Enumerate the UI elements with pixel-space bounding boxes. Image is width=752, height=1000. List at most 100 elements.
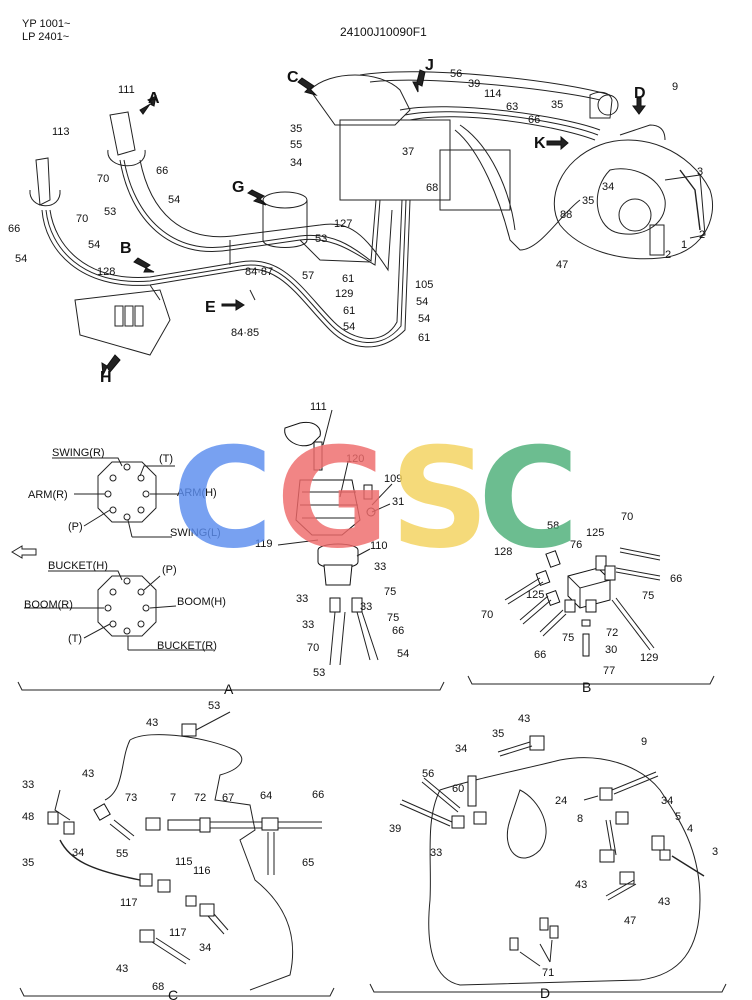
callout: 54 bbox=[15, 253, 27, 265]
callout: 55 bbox=[116, 848, 128, 860]
callout: 54 bbox=[168, 194, 180, 206]
callout: 34 bbox=[455, 743, 467, 755]
view-d: 43 34 35 56 60 9 24 39 33 8 34 5 4 3 43 … bbox=[369, 713, 727, 1000]
callout: 53 bbox=[208, 700, 220, 712]
callout: 35 bbox=[582, 195, 594, 207]
port-label-p: (P) bbox=[68, 521, 83, 533]
callout: 35 bbox=[22, 857, 34, 869]
callout: 35 bbox=[551, 99, 563, 111]
callout: 119 bbox=[255, 538, 273, 550]
callout: 84·87 bbox=[245, 266, 273, 278]
callout: 70 bbox=[307, 642, 319, 654]
callout: 68 bbox=[152, 981, 164, 993]
callout: 53 bbox=[315, 233, 327, 245]
callout: 75 bbox=[387, 612, 399, 624]
callout: 57 bbox=[302, 270, 314, 282]
watermark-letter-c1: C bbox=[172, 418, 273, 579]
callout: 3 bbox=[697, 166, 703, 178]
callout: 34 bbox=[199, 942, 211, 954]
callout: 70 bbox=[621, 511, 633, 523]
main-view: A B C D E G H J K 111 113 66 70 54 53 66… bbox=[8, 57, 714, 386]
callout: 68 bbox=[426, 182, 438, 194]
callout: 72 bbox=[606, 627, 618, 639]
callout: 66 bbox=[156, 165, 168, 177]
callout: 33 bbox=[360, 601, 372, 613]
callout: 43 bbox=[82, 768, 94, 780]
callout: 75 bbox=[384, 586, 396, 598]
port-label-p-lower: (P) bbox=[162, 564, 177, 576]
section-label-d: D bbox=[540, 985, 550, 1000]
view-letter-h: H bbox=[100, 369, 112, 386]
callout: 34 bbox=[72, 847, 84, 859]
callout: 35 bbox=[492, 728, 504, 740]
callout: 58 bbox=[547, 520, 559, 532]
callout: 47 bbox=[556, 259, 568, 271]
callout: 77 bbox=[603, 665, 615, 677]
view-letter-j: J bbox=[425, 57, 434, 74]
port-label-swing-l: SWING(L) bbox=[170, 527, 221, 539]
callout: 117 bbox=[169, 927, 187, 939]
callout: 109 bbox=[384, 473, 402, 485]
part-number: 24100J10090F1 bbox=[340, 25, 427, 39]
callout: 117 bbox=[120, 897, 138, 909]
watermark-letter-s: S bbox=[390, 418, 489, 579]
callout: 54 bbox=[416, 296, 428, 308]
callout: 64 bbox=[260, 790, 272, 802]
watermark-letter-c2: C bbox=[478, 418, 579, 579]
port-label-bucket-r: BUCKET(R) bbox=[157, 640, 217, 652]
callout: 66 bbox=[312, 789, 324, 801]
callout: 33 bbox=[374, 561, 386, 573]
callout: 43 bbox=[146, 717, 158, 729]
view-letter-g: G bbox=[232, 179, 244, 196]
callout: 39 bbox=[389, 823, 401, 835]
view-b: 58 70 125 76 128 66 125 75 70 75 72 66 3… bbox=[467, 511, 715, 695]
callout: 24 bbox=[555, 795, 567, 807]
callout: 43 bbox=[518, 713, 530, 725]
callout: 70 bbox=[481, 609, 493, 621]
callout: 9 bbox=[641, 736, 647, 748]
callout: 37 bbox=[402, 146, 414, 158]
callout: 120 bbox=[346, 453, 364, 465]
callout: 33 bbox=[302, 619, 314, 631]
callout: 113 bbox=[52, 126, 70, 138]
callout: 65 bbox=[302, 857, 314, 869]
callout: 70 bbox=[76, 213, 88, 225]
callout: 43 bbox=[116, 963, 128, 975]
callout: 33 bbox=[22, 779, 34, 791]
callout: 61 bbox=[343, 305, 355, 317]
port-label-arm-r: ARM(R) bbox=[28, 489, 68, 501]
callout: 2 bbox=[699, 229, 705, 241]
callout: 1 bbox=[681, 239, 687, 251]
callout: 72 bbox=[194, 792, 206, 804]
callout: 35 bbox=[290, 123, 302, 135]
callout: 67 bbox=[222, 792, 234, 804]
callout: 129 bbox=[640, 652, 658, 664]
callout: 71 bbox=[542, 967, 554, 979]
section-label-a: A bbox=[224, 681, 234, 697]
callout: 110 bbox=[370, 540, 388, 552]
callout: 61 bbox=[418, 332, 430, 344]
view-letter-e: E bbox=[205, 299, 216, 316]
callout: 43 bbox=[658, 896, 670, 908]
callout: 31 bbox=[392, 496, 404, 508]
callout: 111 bbox=[310, 401, 327, 413]
callout: 54 bbox=[397, 648, 409, 660]
view-letter-a: A bbox=[148, 90, 160, 107]
port-label-bucket-h: BUCKET(H) bbox=[48, 560, 108, 572]
cgsc-watermark: C G S C bbox=[172, 418, 579, 579]
callout: 54 bbox=[343, 321, 355, 333]
callout: 60 bbox=[452, 783, 464, 795]
callout: 111 bbox=[118, 84, 135, 96]
callout: 88 bbox=[560, 209, 572, 221]
callout: 48 bbox=[22, 811, 34, 823]
callout: 76 bbox=[570, 539, 582, 551]
callout: 53 bbox=[104, 206, 116, 218]
callout: 129 bbox=[335, 288, 353, 300]
port-label-swing-r: SWING(R) bbox=[52, 447, 105, 459]
callout: 9 bbox=[672, 81, 678, 93]
callout: 43 bbox=[575, 879, 587, 891]
callout: 33 bbox=[296, 593, 308, 605]
callout: 33 bbox=[430, 847, 442, 859]
callout: 54 bbox=[418, 313, 430, 325]
